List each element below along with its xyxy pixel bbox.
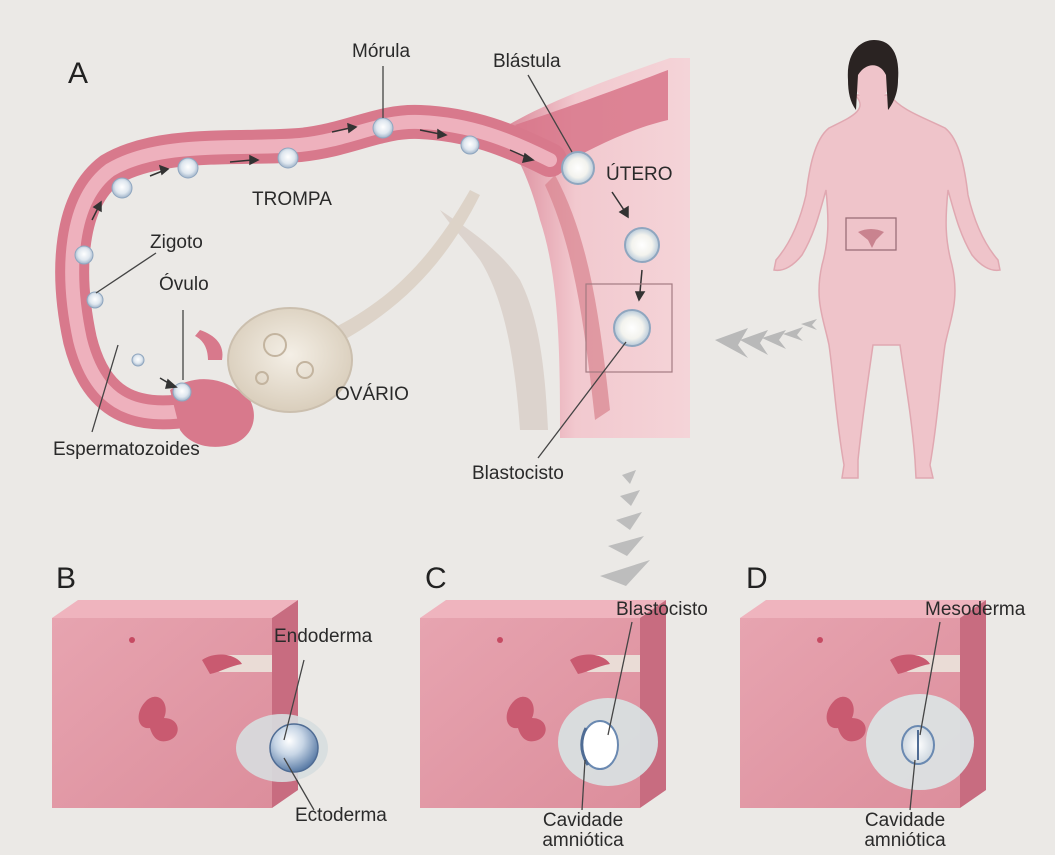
panel-c-letter: C [425, 563, 447, 595]
panel-d-letter: D [746, 563, 768, 595]
zygote-cell [75, 246, 93, 264]
label-cavidade-d-line1: Cavidade [850, 811, 960, 831]
morula-cell [373, 118, 393, 138]
tube-cell [87, 292, 103, 308]
panel-c-artwork [420, 600, 666, 810]
sperm-cell [132, 354, 144, 366]
panel-b-letter: B [56, 563, 76, 595]
label-endoderma: Endoderma [274, 627, 372, 647]
label-cavidade-c-line1: Cavidade [528, 811, 638, 831]
tissue-block-top [52, 600, 298, 618]
label-mesoderma: Mesoderma [925, 600, 1025, 620]
panel-d-artwork [740, 600, 986, 810]
panel-a-letter: A [68, 58, 88, 90]
ovarian-ligament [330, 190, 480, 345]
fimbriae-fringe [195, 330, 223, 360]
label-zigoto: Zigoto [150, 233, 203, 253]
label-morula: Mórula [352, 42, 410, 62]
blastocyst-ball [270, 724, 318, 772]
tube-cell [112, 178, 132, 198]
label-espermatozoides: Espermatozoides [53, 440, 200, 460]
tissue-dot [129, 637, 135, 643]
label-blastula: Blástula [493, 52, 561, 72]
chevron-arrows-vertical [600, 470, 650, 586]
label-ovulo: Óvulo [159, 275, 209, 295]
tube-cell [461, 136, 479, 154]
label-utero: ÚTERO [606, 165, 673, 185]
blastocyst-cell-migrating [625, 228, 659, 262]
label-cavidade-c-line2: amniótica [528, 831, 638, 851]
tube-cell [178, 158, 198, 178]
label-trompa: TROMPA [252, 190, 332, 210]
ovary [228, 308, 352, 412]
female-figure [774, 40, 1000, 478]
uterus-broad-ligament [440, 210, 548, 430]
tissue-dot [817, 637, 823, 643]
label-cavidade-amniotica-c: Cavidade amniótica [528, 811, 638, 851]
tissue-block-side [640, 600, 666, 808]
body-silhouette [774, 95, 1000, 478]
tube-cell [278, 148, 298, 168]
label-ectoderma: Ectoderma [295, 806, 387, 826]
label-ovario: OVÁRIO [335, 385, 409, 405]
label-cavidade-d-line2: amniótica [850, 831, 960, 851]
tissue-dot [497, 637, 503, 643]
label-blastocisto-c: Blastocisto [616, 600, 708, 620]
ovum-cell [173, 383, 191, 401]
chevron-arrows-horizontal [715, 319, 817, 358]
blastocyst-cell-implanting [614, 310, 650, 346]
blastula-cell [562, 152, 594, 184]
label-cavidade-amniotica-d: Cavidade amniótica [850, 811, 960, 851]
tissue-block-side [960, 600, 986, 808]
label-blastocisto-a: Blastocisto [472, 464, 564, 484]
